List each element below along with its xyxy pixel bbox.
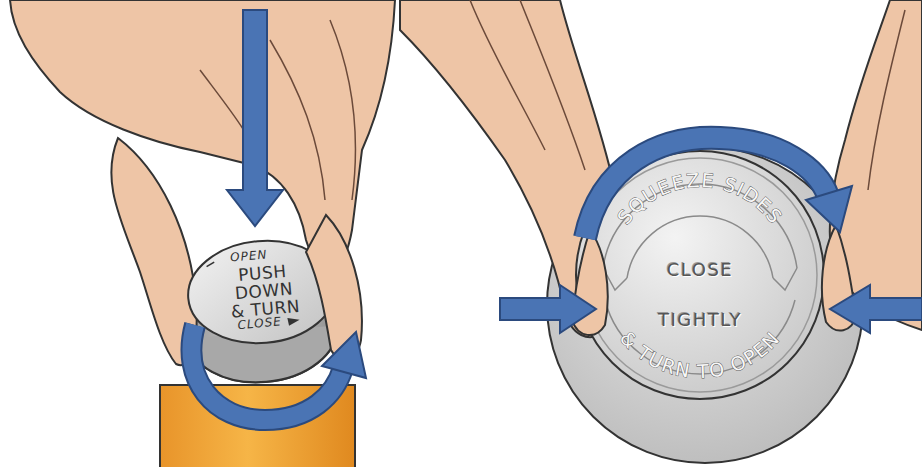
squeeze-arrow: [830, 285, 922, 333]
hand-thumb: [111, 138, 196, 365]
cap-face: SQUEEZE SIDES & TURN TO OPENCLOSE TIGHTLY: [575, 150, 825, 400]
cap-top-ellipse: [184, 235, 340, 350]
pill-bottle: [160, 385, 355, 467]
finger-lines: [868, 10, 905, 190]
hand-back: [10, 0, 395, 286]
close-arrow-tip: [287, 317, 300, 326]
thumb-tip: [822, 225, 856, 331]
cap-inner-disc: [576, 151, 824, 399]
right-hand: [830, 0, 922, 330]
curved-instruction: SQUEEZE SIDES: [613, 169, 788, 228]
center-instruction: CLOSE TIGHTLY: [645, 245, 755, 345]
finger-lines: [200, 20, 356, 200]
push-arrow: [227, 10, 283, 226]
ribbon-tip: [603, 268, 627, 290]
cap-ring: [583, 158, 817, 392]
curved-instruction: & TURN TO OPEN: [616, 327, 784, 383]
open-arrow-mark: [206, 262, 214, 267]
instruction-text: PUSH DOWN & TURN: [224, 262, 304, 322]
cap-top-face: OPENPUSH DOWN & TURNCLOSE: [183, 234, 341, 351]
turn-arrow-head: [322, 332, 366, 378]
ribbon-tip: [773, 268, 797, 290]
finger-lines: [470, 0, 585, 170]
